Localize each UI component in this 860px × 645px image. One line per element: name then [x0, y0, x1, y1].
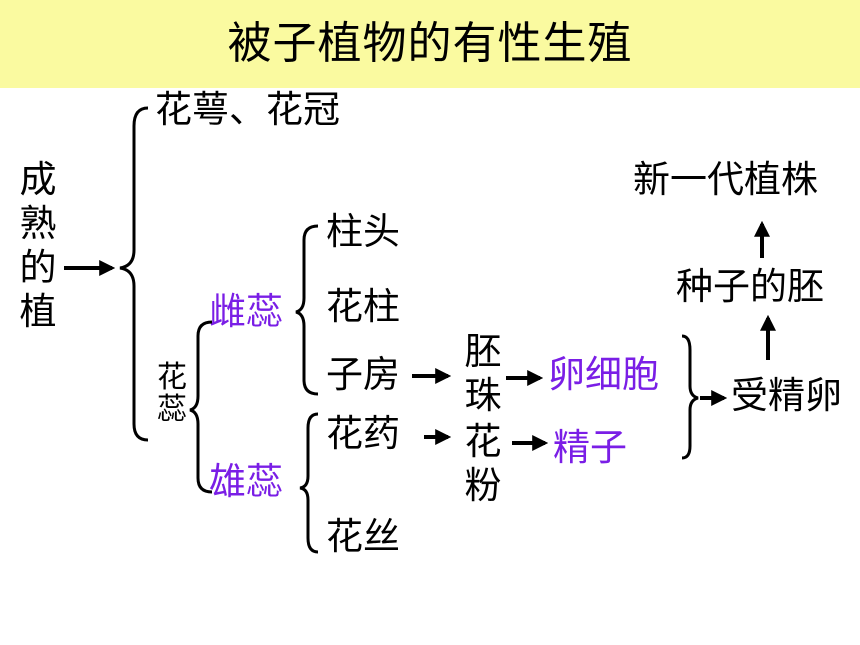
node-sepal-petal: 花萼、花冠 — [155, 88, 340, 131]
brace-stamen-parts — [299, 412, 319, 554]
brace-fertilization — [681, 334, 699, 460]
node-ovule: 胚珠 — [464, 330, 502, 417]
node-pollen: 花粉 — [464, 420, 502, 507]
title-banner — [0, 0, 860, 88]
node-sperm: 精子 — [553, 426, 627, 469]
node-new-plant: 新一代植株 — [633, 158, 818, 201]
node-anther: 花药 — [326, 412, 400, 455]
brace-flower-parts — [119, 106, 149, 442]
node-filament: 花丝 — [326, 515, 400, 558]
node-seed-embryo: 种子的胚 — [676, 265, 824, 308]
node-egg-cell: 卵细胞 — [548, 353, 659, 396]
node-stigma: 柱头 — [326, 210, 400, 253]
node-style: 花柱 — [326, 285, 400, 328]
node-ovary: 子房 — [326, 353, 400, 396]
node-stamen: 雄蕊 — [209, 460, 283, 503]
node-pistil: 雌蕊 — [209, 290, 283, 333]
node-stamen-pistil: 花蕊 — [157, 360, 187, 427]
brace-pistil-parts — [295, 224, 319, 396]
brace-stamen-pistil — [189, 320, 213, 494]
node-fertilized-egg: 受精卵 — [731, 374, 842, 417]
node-mature-plant: 成熟的植 — [19, 158, 57, 333]
page-title: 被子植物的有性生殖 — [227, 18, 633, 69]
